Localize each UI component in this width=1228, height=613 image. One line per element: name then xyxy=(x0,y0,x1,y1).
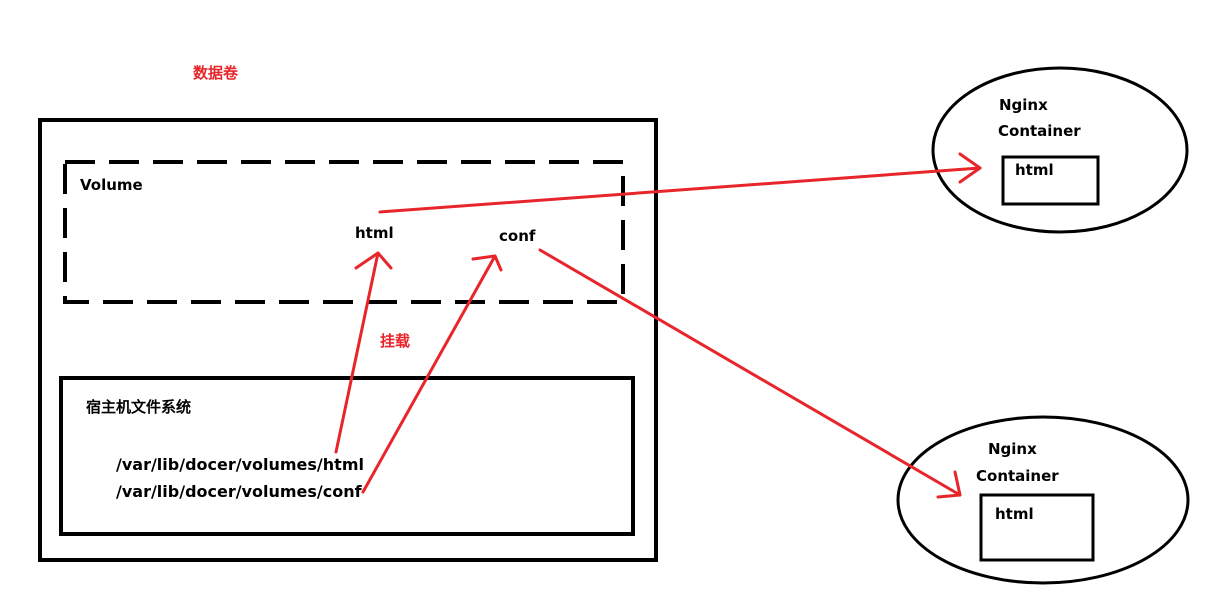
html-to-container-arrow xyxy=(378,166,982,214)
container-bottom-folder-label: html xyxy=(995,505,1034,523)
volume-html-label: html xyxy=(355,224,394,242)
container-bottom-ellipse xyxy=(896,415,1190,585)
container-bottom-name-line1: Nginx xyxy=(988,440,1037,458)
mount-arrow-conf xyxy=(361,254,497,494)
volume-conf-label: conf xyxy=(499,227,536,245)
diagram-title: 数据卷 xyxy=(193,64,239,82)
mount-arrow-conf-head xyxy=(471,254,503,272)
conf-to-container-arrow-head xyxy=(936,470,962,499)
html-to-container-arrow-head xyxy=(958,152,982,184)
container-bottom-name-line2: Container xyxy=(976,467,1059,485)
container-top-name-line1: Nginx xyxy=(999,96,1048,114)
filesystem-path-conf: /var/lib/docer/volumes/conf xyxy=(116,482,362,501)
host-box xyxy=(38,118,658,562)
mount-label: 挂载 xyxy=(380,332,411,350)
volume-box xyxy=(63,160,625,304)
container-top-folder-label: html xyxy=(1015,161,1054,179)
volume-label: Volume xyxy=(80,176,143,194)
mount-arrow-html xyxy=(334,251,380,454)
container-bottom-folder-box xyxy=(979,493,1095,562)
conf-to-container-arrow xyxy=(538,248,962,497)
container-top-ellipse xyxy=(931,66,1189,234)
filesystem-label: 宿主机文件系统 xyxy=(86,398,192,416)
container-top-name-line2: Container xyxy=(998,122,1081,140)
filesystem-box xyxy=(59,376,635,536)
mount-arrow-html-head xyxy=(354,251,393,270)
container-top-folder-box xyxy=(1001,155,1100,206)
filesystem-path-html: /var/lib/docer/volumes/html xyxy=(116,455,364,474)
